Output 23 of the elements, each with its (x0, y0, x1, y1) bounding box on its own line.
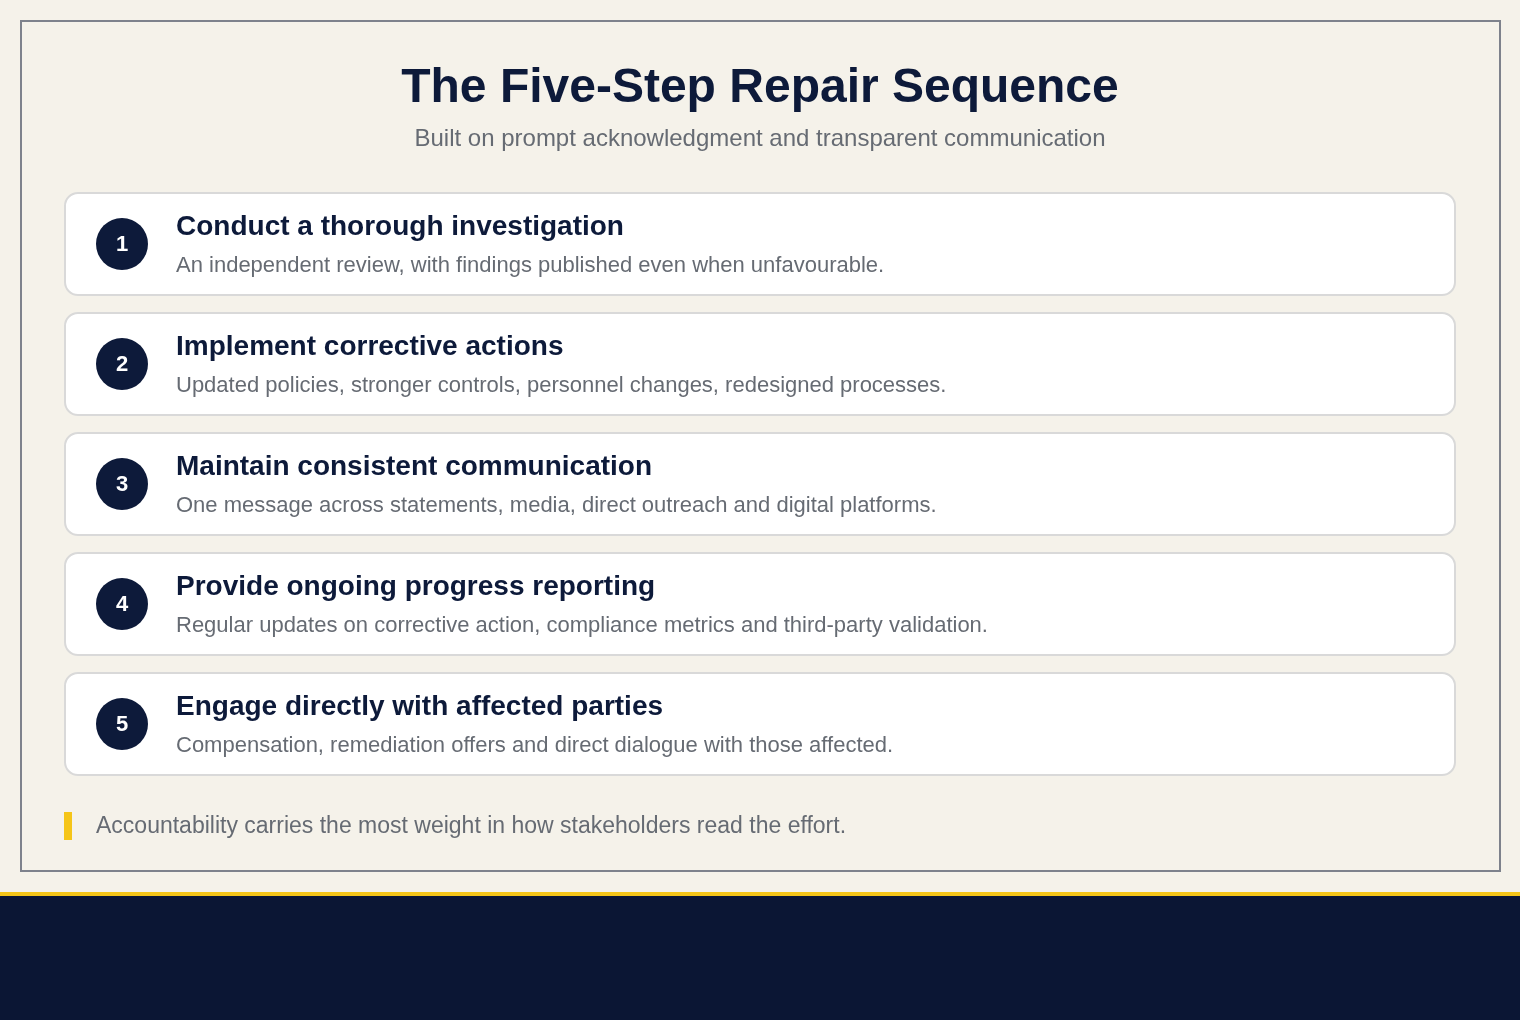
step-heading: Conduct a thorough investigation (176, 210, 624, 242)
step-card (64, 312, 1456, 416)
step-description: An independent review, with findings published even when unfavourable. (176, 252, 885, 278)
step-description: Regular updates on corrective action, compliance metrics and third-party validation. (176, 612, 988, 638)
step-number-badge: 4 (96, 578, 148, 630)
step-heading: Implement corrective actions (176, 330, 564, 362)
step-description: Updated policies, stronger controls, personnel changes, redesigned processes. (176, 372, 947, 398)
step-heading: Provide ongoing progress reporting (176, 570, 656, 602)
step-card (64, 672, 1456, 776)
step-card (64, 552, 1456, 656)
step-number-badge: 5 (96, 698, 148, 750)
step-number-badge: 3 (96, 458, 148, 510)
step-number-badge: 2 (96, 338, 148, 390)
step-number-badge: 1 (96, 218, 148, 270)
subtitle: Built on prompt acknowledgment and transparent communication (413, 124, 1107, 152)
note-text: Accountability carries the most weight in how stakeholders read the effort. (96, 812, 847, 839)
step-card (64, 192, 1456, 296)
step-description: One message across statements, media, direct outreach and digital platforms. (176, 492, 937, 518)
step-card (64, 432, 1456, 536)
step-heading: Maintain consistent communication (176, 450, 653, 482)
step-description: Compensation, remediation offers and direct dialogue with those affected. (176, 732, 894, 758)
title: The Five-Step Repair Sequence (400, 58, 1120, 113)
step-heading: Engage directly with affected parties (176, 690, 664, 722)
